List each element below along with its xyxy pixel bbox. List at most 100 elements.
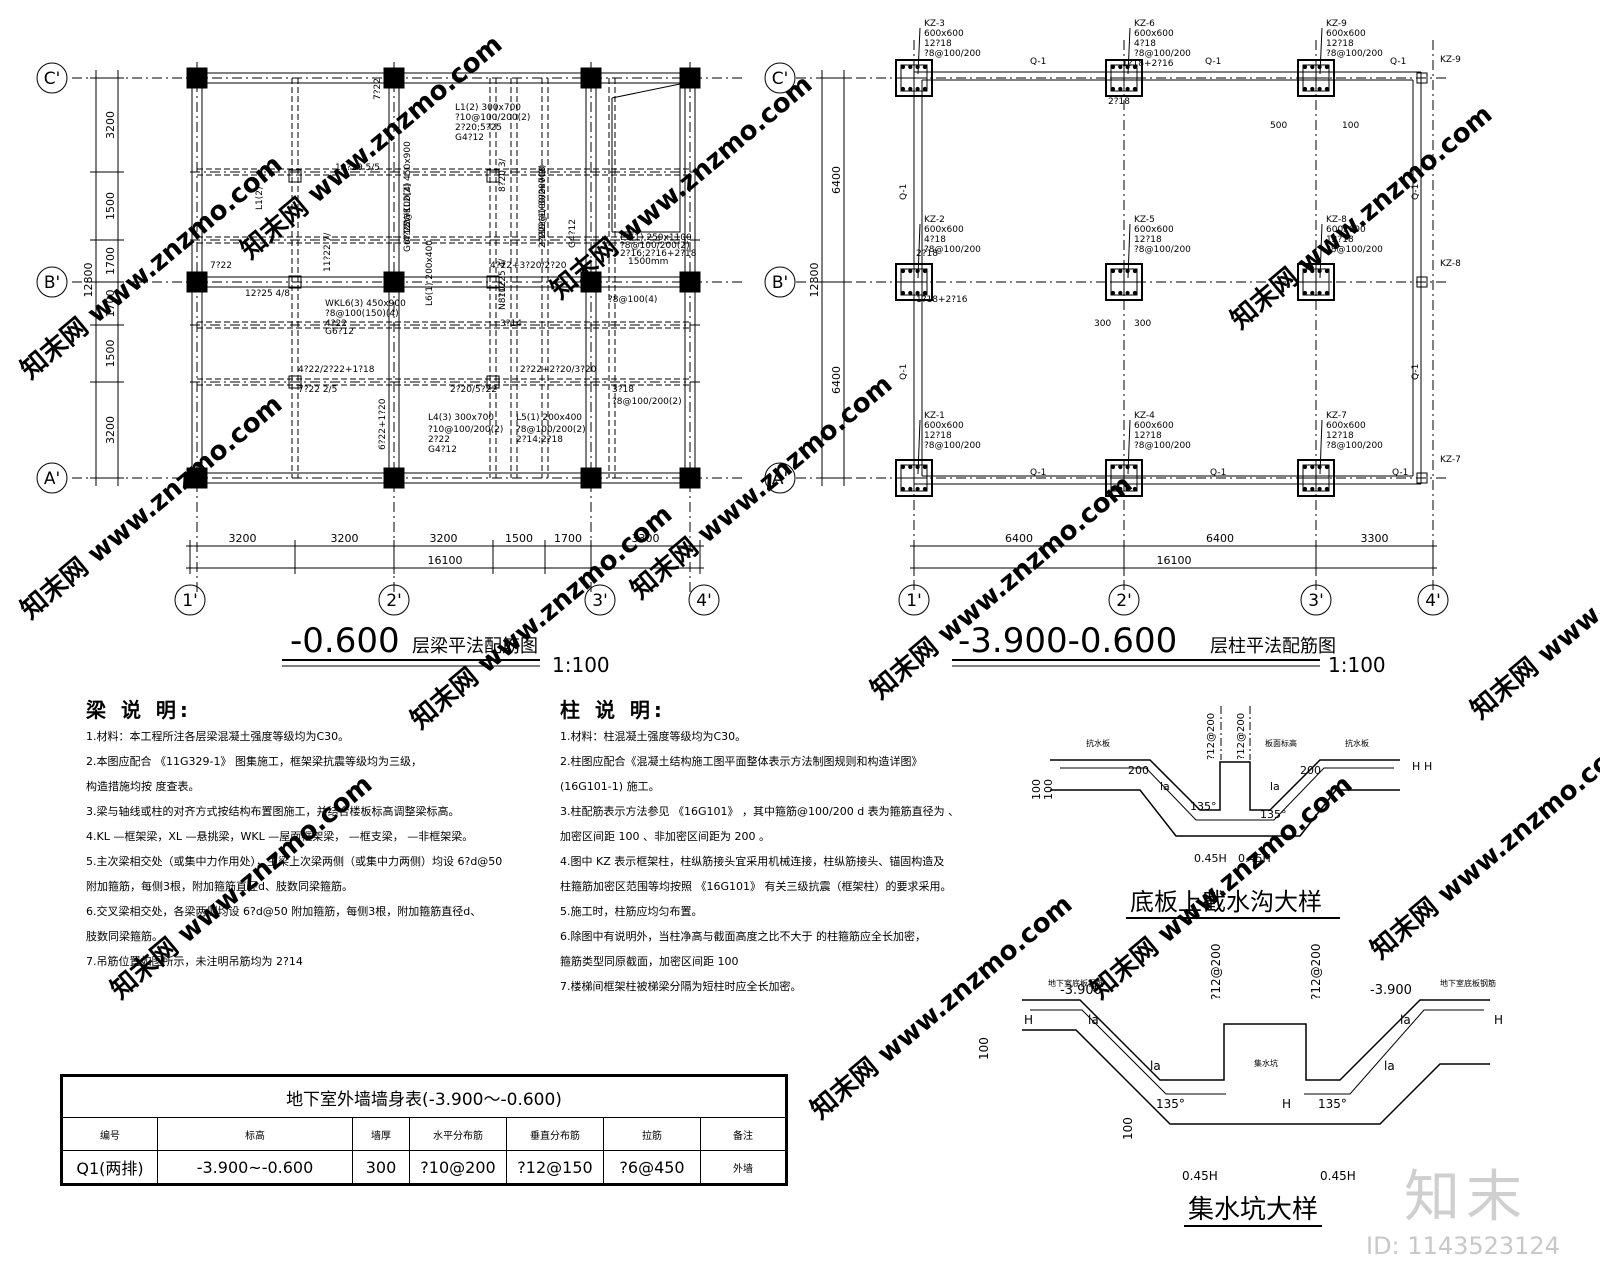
column-stirrup-label: ?8@100/200 <box>924 245 981 255</box>
grid-col-bubble <box>1108 584 1140 616</box>
leader-line <box>1319 27 1323 75</box>
column-bars: 12?18 <box>1326 39 1354 49</box>
column-id: KZ-5 <box>1134 215 1155 225</box>
column-stirrup-label: ?8@100/200 <box>1326 245 1383 255</box>
detail-dim: 2?18 <box>916 249 938 259</box>
rebar-dot <box>1310 64 1315 70</box>
rebar-dot <box>1302 86 1308 92</box>
rebar-label: G6?12 <box>325 327 354 337</box>
column-bars: 12?18 <box>1326 235 1354 245</box>
watermark-text: 知末网 www.znzmo.com <box>235 29 508 265</box>
rebar-dot <box>1110 464 1116 470</box>
pit-label: 集水坑 <box>1254 1058 1278 1068</box>
rebar-dot <box>922 290 928 296</box>
column-note-line: 1.材料：柱混凝土强度等级均为C30。 <box>560 730 747 743</box>
column-bars: 12?18 <box>1134 431 1162 441</box>
table-header: 备注 <box>700 1117 787 1151</box>
grid-col-bubble <box>898 584 930 616</box>
column-note-line: 加密区间距 100 、非加密区间距为 200 。 <box>560 830 770 843</box>
edge-tag: KZ-7 <box>1440 455 1461 465</box>
rebar-dot <box>908 86 913 92</box>
rebar-dot <box>900 268 906 274</box>
beam-note-line: 3.梁与轴线或柱的对齐方式按结构布置图施工，并结合楼板标高调整梁标高。 <box>86 805 460 818</box>
trench-label: 200 <box>1300 764 1321 777</box>
plan-title-sub: 层梁平法配筋图 <box>412 636 538 657</box>
column-block <box>580 271 602 293</box>
pit-rebar <box>1304 1009 1484 1095</box>
detail-dim: 500 <box>1270 121 1287 131</box>
grid-col-bubble <box>378 584 410 616</box>
dim-label: 3200 <box>430 532 458 545</box>
detail-dim: 100 <box>1342 121 1359 131</box>
trench-rebar <box>1060 767 1394 821</box>
column-note-line: 2.柱图应配合《混凝土结构施工图平面整体表示方法制图规则和构造详图》 <box>560 755 923 768</box>
opening-outline <box>611 83 681 233</box>
rebar-dot <box>1118 64 1123 70</box>
trench-label: 板面标高 <box>1265 738 1297 748</box>
rebar-dot <box>922 64 928 70</box>
pit-label: ?12@200 <box>1309 943 1323 1000</box>
edge-post <box>1416 472 1428 484</box>
rebar-dot <box>1132 486 1138 492</box>
trench-outline <box>1050 789 1400 837</box>
dim-total: 16100 <box>1157 554 1192 567</box>
pit-label: H <box>1282 1097 1291 1111</box>
rebar-label: 7?22 <box>373 78 383 100</box>
trench-label: H <box>1424 760 1432 773</box>
plan-title-main: -3.900-0.600 <box>958 621 1177 661</box>
pit-label: 100 <box>977 1037 991 1060</box>
column-notes-heading: 柱 说 明: <box>560 698 666 722</box>
rebar-dot <box>1324 486 1330 492</box>
rebar-dot <box>1132 464 1138 470</box>
plan-title-main: -0.600 <box>290 621 400 661</box>
pit-label: -3.900 <box>1060 983 1102 998</box>
dim-label: 1500 <box>505 532 533 545</box>
beam-note-line: 附加箍筋，每侧3根，附加箍筋直径d、肢数同梁箍筋。 <box>86 880 353 893</box>
pit-label: 0.45H <box>1182 1169 1218 1183</box>
beam-note-line: 肢数同梁箍筋。 <box>86 930 163 943</box>
column-bars: 4?18 <box>1134 39 1156 49</box>
rebar-label: G6?12 <box>403 223 413 252</box>
grid-row-bubble <box>764 462 796 494</box>
rebar-label: 2?16;2?16+2?18 <box>620 249 697 259</box>
pit-label: 0.45H <box>1320 1169 1356 1183</box>
wall-tag: Q-1 <box>899 184 909 200</box>
rebar-dot <box>900 64 906 70</box>
wall-tag: Q-1 <box>1411 184 1421 200</box>
trench-label: 100 <box>1042 779 1055 800</box>
column-block <box>580 67 602 89</box>
rebar-label: L4(3) 300x700 <box>428 413 494 423</box>
column-section <box>895 459 933 497</box>
beam-note-line: 4.KL —框架梁，XL —悬挑梁，WKL —屋面框架梁， —框支梁， —非框架… <box>86 830 474 843</box>
rebar-dot <box>1302 464 1308 470</box>
rebar-dot <box>1118 268 1123 274</box>
rebar-dot <box>900 464 906 470</box>
rebar-dot <box>1110 290 1116 296</box>
rebar-dot <box>922 464 928 470</box>
column-size: 600x600 <box>924 29 964 39</box>
pit-label: 135° <box>1318 1097 1347 1111</box>
rebar-dot <box>1118 464 1123 470</box>
rebar-dot <box>1317 486 1322 492</box>
plan-scale: 1:100 <box>552 653 610 677</box>
rebar-dot <box>1118 86 1123 92</box>
leader-line <box>917 223 921 279</box>
trench-label: 抗水板 <box>1086 738 1110 748</box>
rebar-dot <box>908 64 913 70</box>
rebar-label: 12?25 4/8 <box>245 289 290 299</box>
column-notes: 柱 说 明: 1.材料：柱混凝土强度等级均为C30。 2.柱图应配合《混凝土结构… <box>560 700 959 999</box>
dim-label: 3200 <box>104 111 117 139</box>
rebar-dot <box>915 86 920 92</box>
rebar-dot <box>1132 290 1138 296</box>
rebar-dot <box>900 290 906 296</box>
watermark-text: 知末网 www.znzmo.com <box>1225 99 1498 335</box>
column-section <box>895 59 933 97</box>
column-id: KZ-3 <box>924 19 945 29</box>
grid-bubble-label: 2' <box>386 591 402 611</box>
beam-notes: 梁 说 明: 1.材料：本工程所注各层梁混凝土强度等级均为C30。 2.本图应配… <box>86 700 502 974</box>
secondary-joint <box>486 375 500 389</box>
rebar-label: 4?22/2?22+1?18 <box>298 365 375 375</box>
rebar-label: 8?20 3/ <box>498 157 508 192</box>
detail-dim: 300 <box>1094 319 1111 329</box>
table-cell: ?6@450 <box>603 1150 701 1185</box>
